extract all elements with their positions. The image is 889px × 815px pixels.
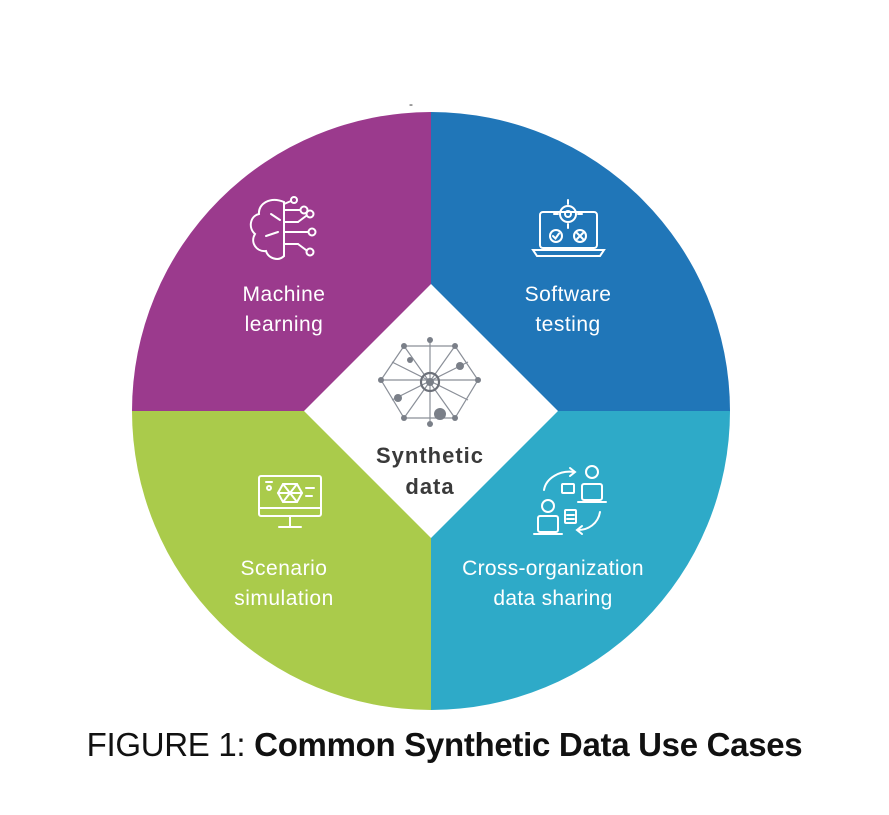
top-mark: - [409,97,413,111]
figure-caption-title: Common Synthetic Data Use Cases [254,726,803,763]
brain-circuit-icon [249,196,317,260]
center-label-line2: data [405,474,454,499]
software-testing-label-line2: testing [535,313,600,336]
monitor-network-icon [258,475,322,528]
cross-organization-label-line1: Cross-organization [462,557,644,580]
machine-learning-label-line2: learning [245,313,324,336]
quadrant-bottom-left [132,411,431,710]
center-label-line1: Synthetic [376,443,484,468]
network-node-icon [378,337,481,427]
quadrant-bottom-right [431,411,730,710]
users-exchange-icon [533,465,607,535]
quadrant-top-right [431,112,730,411]
machine-learning-label-line1: Machine [243,283,326,306]
scenario-simulation-label-line1: Scenario [241,557,328,580]
laptop-gear-icon [531,199,606,257]
figure-caption-prefix: FIGURE 1: [86,726,255,763]
cross-organization-label-line2: data sharing [493,587,612,610]
figure-caption: FIGURE 1: Common Synthetic Data Use Case… [0,726,889,764]
center-diamond [304,284,558,538]
quadrant-top-left [132,112,431,411]
software-testing-label-line1: Software [525,283,612,306]
scenario-simulation-label-line2: simulation [234,587,334,610]
